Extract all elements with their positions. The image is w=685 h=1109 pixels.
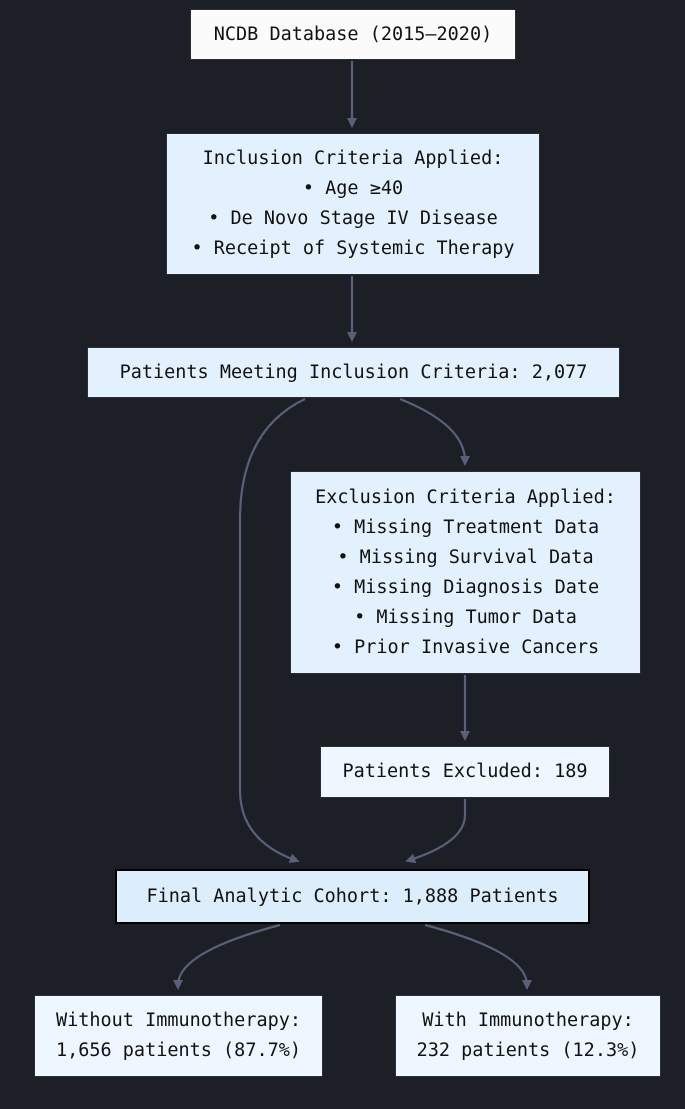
patients-excluded-node: Patients Excluded: 189 [320,746,610,798]
exclusion-criterion-item: • Missing Survival Data [337,546,594,568]
arrow-final-to-without [173,923,281,990]
arrow-meeting-to-exclusion [399,397,470,466]
exclusion-criterion-item: • Prior Invasive Cancers [331,636,600,658]
exclusion-criteria-node: Exclusion Criteria Applied: • Missing Tr… [290,471,641,674]
patients-meeting-criteria-label: Patients Meeting Inclusion Criteria: 2,0… [119,361,588,383]
inclusion-criterion-item: • Age ≥40 [302,178,404,199]
patients-meeting-criteria-node: Patients Meeting Inclusion Criteria: 2,0… [87,347,620,398]
exclusion-criterion-item: • Missing Treatment Data [331,516,600,538]
ncdb-database-node: NCDB Database (2015–2020) [190,9,516,60]
inclusion-criteria-title: Inclusion Criteria Applied: [202,148,504,169]
without-immunotherapy-title: Without Immunotherapy: [55,1010,302,1031]
exclusion-criterion-item: • Missing Tumor Data [354,606,577,628]
arrow-excluded-to-final [405,799,467,864]
with-immunotherapy-node: With Immunotherapy: 232 patients (12.3%) [395,995,661,1077]
arrow-meeting-to-final [238,398,306,863]
arrow-final-to-with [424,923,532,990]
ncdb-database-label: NCDB Database (2015–2020) [213,23,493,45]
final-analytic-cohort-label: Final Analytic Cohort: 1,888 Patients [146,885,559,907]
without-immunotherapy-node: Without Immunotherapy: 1,656 patients (8… [34,995,323,1077]
patients-excluded-label: Patients Excluded: 189 [342,761,588,782]
inclusion-criteria-node: Inclusion Criteria Applied: • Age ≥40 • … [166,133,540,275]
without-immunotherapy-count: 1,656 patients (87.7%) [55,1040,302,1061]
with-immunotherapy-count: 232 patients (12.3%) [416,1040,640,1061]
with-immunotherapy-title: With Immunotherapy: [422,1010,634,1031]
inclusion-criterion-item: • Receipt of Systemic Therapy [191,238,515,259]
inclusion-criterion-item: • De Novo Stage IV Disease [208,208,498,229]
exclusion-criteria-title: Exclusion Criteria Applied: [315,486,616,508]
exclusion-criterion-item: • Missing Diagnosis Date [331,576,600,598]
final-analytic-cohort-node: Final Analytic Cohort: 1,888 Patients [115,869,590,924]
